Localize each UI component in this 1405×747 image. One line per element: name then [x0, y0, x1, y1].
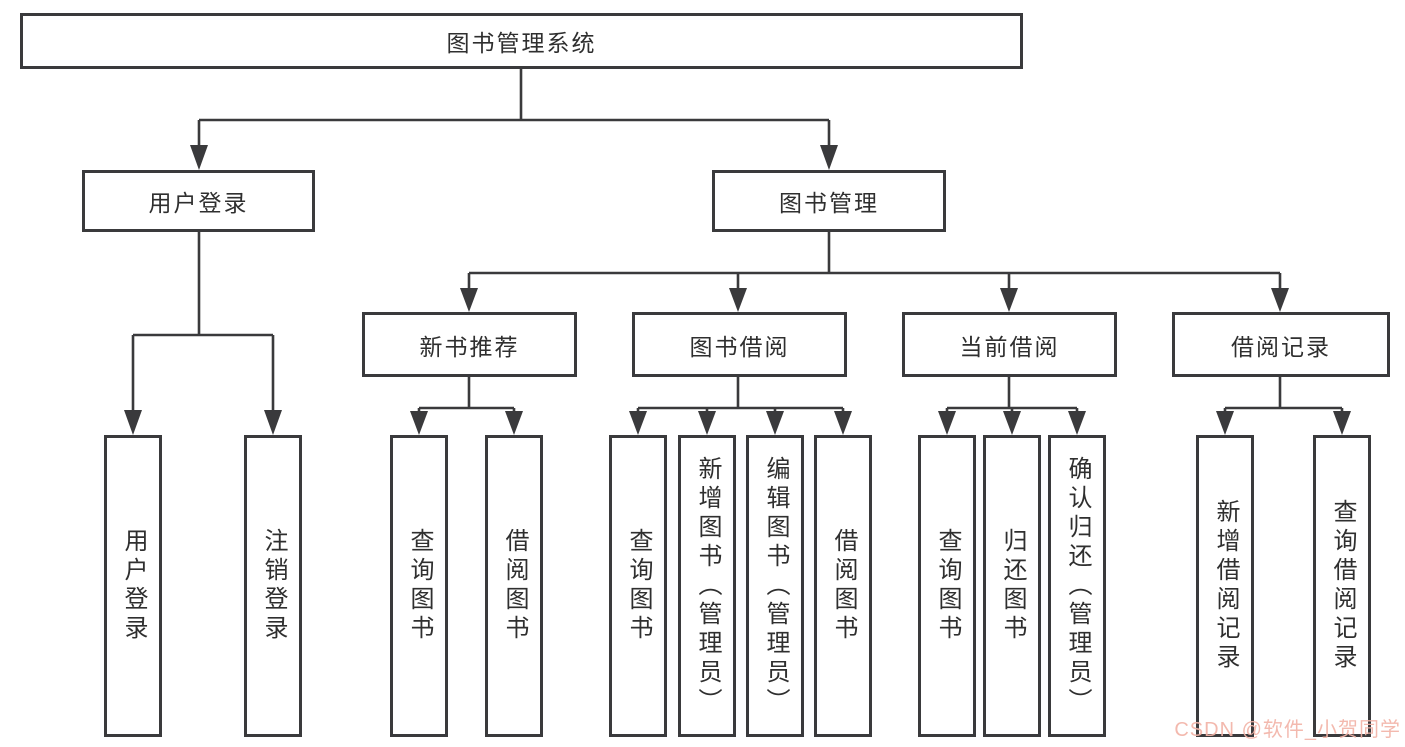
node-label: 编辑图书（管理员）	[762, 455, 789, 717]
node-borrowing-records: 借阅记录	[1172, 312, 1390, 377]
arrow-down-icon	[729, 288, 747, 312]
node-label: 归还图书	[999, 528, 1026, 644]
arrow-down-icon	[190, 145, 208, 170]
node-label: 确认归还（管理员）	[1064, 455, 1091, 717]
node-label: 借阅图书	[501, 528, 528, 644]
node-br-add-record: 新增借阅记录	[1196, 435, 1254, 737]
arrowhead-icons	[124, 145, 1351, 435]
node-logout-login: 注销登录	[244, 435, 302, 737]
node-label: 新增借阅记录	[1212, 499, 1239, 673]
node-rec-query-book: 查询图书	[390, 435, 448, 737]
arrow-down-icon	[124, 410, 142, 435]
arrow-down-icon	[698, 411, 716, 435]
node-label: 查询图书	[934, 528, 961, 644]
node-label: 查询图书	[625, 528, 652, 644]
arrow-down-icon	[766, 411, 784, 435]
node-new-book-recommendation: 新书推荐	[362, 312, 577, 377]
node-label: 图书管理	[779, 190, 879, 216]
node-bb-query-book: 查询图书	[609, 435, 667, 737]
node-label: 查询借阅记录	[1329, 499, 1356, 673]
arrow-down-icon	[938, 411, 956, 435]
arrow-down-icon	[1333, 411, 1351, 435]
node-br-query-record: 查询借阅记录	[1313, 435, 1371, 737]
arrow-down-icon	[1000, 288, 1018, 312]
node-user-login: 用户登录	[104, 435, 162, 737]
node-label: 用户登录	[120, 528, 147, 644]
node-label: 图书借阅	[689, 333, 790, 360]
node-label: 新增图书（管理员）	[694, 455, 721, 717]
arrow-down-icon	[505, 411, 523, 435]
node-book-management-group: 图书管理	[712, 170, 946, 232]
arrow-down-icon	[1271, 288, 1289, 312]
node-bb-edit-book-admin: 编辑图书（管理员）	[746, 435, 804, 737]
arrow-down-icon	[834, 411, 852, 435]
arrow-down-icon	[460, 288, 478, 312]
arrow-down-icon	[1216, 411, 1234, 435]
node-label: 查询图书	[406, 528, 433, 644]
node-label: 注销登录	[260, 528, 287, 644]
node-label: 当前借阅	[959, 333, 1060, 360]
node-bb-add-book-admin: 新增图书（管理员）	[678, 435, 736, 737]
arrow-down-icon	[629, 411, 647, 435]
node-user-login-group: 用户登录	[82, 170, 315, 232]
node-label: 图书管理系统	[446, 30, 597, 56]
node-cb-query-book: 查询图书	[918, 435, 976, 737]
arrow-down-icon	[410, 411, 428, 435]
node-label: 用户登录	[148, 190, 249, 216]
arrow-down-icon	[1003, 411, 1021, 435]
node-rec-borrow-book: 借阅图书	[485, 435, 543, 737]
node-library-management-system: 图书管理系统	[20, 13, 1023, 69]
node-label: 借阅记录	[1231, 333, 1331, 360]
node-cb-confirm-return-admin: 确认归还（管理员）	[1048, 435, 1106, 737]
node-label: 新书推荐	[419, 333, 520, 360]
node-book-borrowing: 图书借阅	[632, 312, 847, 377]
arrow-down-icon	[820, 145, 838, 170]
node-bb-borrow-book: 借阅图书	[814, 435, 872, 737]
node-label: 借阅图书	[830, 528, 857, 644]
arrow-down-icon	[1068, 411, 1086, 435]
node-cb-return-book: 归还图书	[983, 435, 1041, 737]
csdn-watermark: CSDN @软件_小贺同学	[1174, 719, 1401, 741]
node-current-borrowing: 当前借阅	[902, 312, 1117, 377]
connector-lines	[131, 69, 1344, 414]
arrow-down-icon	[264, 410, 282, 435]
